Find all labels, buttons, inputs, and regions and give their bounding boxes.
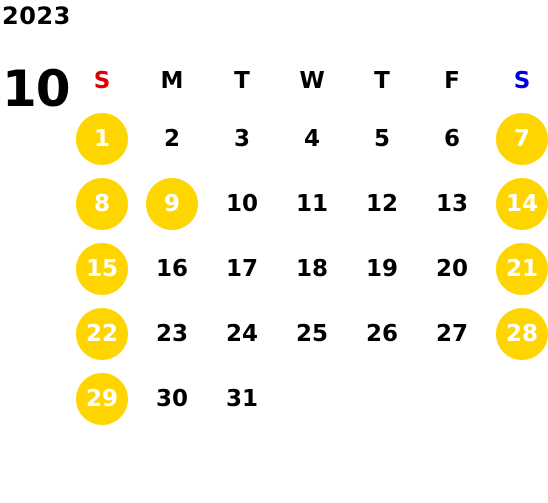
- day-number: 18: [295, 255, 328, 282]
- calendar-day-holiday[interactable]: 22: [67, 301, 137, 366]
- calendar-day[interactable]: 27: [417, 301, 487, 366]
- calendar-day[interactable]: 19: [347, 236, 417, 301]
- calendar-day[interactable]: 4: [277, 106, 347, 171]
- weekday-header: T: [374, 68, 390, 94]
- day-number: 3: [233, 125, 250, 152]
- calendar-day-holiday[interactable]: 28: [487, 301, 548, 366]
- calendar-day[interactable]: 3: [207, 106, 277, 171]
- weekday-header: S: [513, 68, 531, 94]
- day-number: 16: [155, 255, 188, 282]
- calendar-day-holiday[interactable]: 8: [67, 171, 137, 236]
- day-number: 22: [76, 307, 128, 360]
- day-number: 21: [496, 242, 548, 295]
- calendar-day[interactable]: 5: [347, 106, 417, 171]
- calendar-day[interactable]: 26: [347, 301, 417, 366]
- calendar-day[interactable]: 24: [207, 301, 277, 366]
- calendar-day-holiday[interactable]: 9: [137, 171, 207, 236]
- calendar-day-holiday[interactable]: 7: [487, 106, 548, 171]
- calendar-day[interactable]: 11: [277, 171, 347, 236]
- calendar-day[interactable]: 23: [137, 301, 207, 366]
- day-number: 8: [76, 177, 128, 230]
- day-number: 6: [443, 125, 460, 152]
- weekday-header: W: [299, 68, 325, 94]
- day-number: 27: [435, 320, 468, 347]
- calendar-day[interactable]: 31: [207, 366, 277, 431]
- weekday-header: F: [444, 68, 460, 94]
- calendar-day[interactable]: 25: [277, 301, 347, 366]
- calendar-day[interactable]: 13: [417, 171, 487, 236]
- calendar-day[interactable]: 10: [207, 171, 277, 236]
- calendar-day[interactable]: 20: [417, 236, 487, 301]
- day-number: 1: [76, 112, 128, 165]
- calendar-day-holiday[interactable]: 21: [487, 236, 548, 301]
- calendar-day-holiday[interactable]: 15: [67, 236, 137, 301]
- day-number: 31: [225, 385, 258, 412]
- calendar-day-holiday[interactable]: 14: [487, 171, 548, 236]
- calendar-day[interactable]: 16: [137, 236, 207, 301]
- day-number: 25: [295, 320, 328, 347]
- day-number: 11: [295, 190, 328, 217]
- day-number: 13: [435, 190, 468, 217]
- calendar-day[interactable]: 6: [417, 106, 487, 171]
- weekday-header: M: [160, 68, 184, 94]
- day-number: 2: [163, 125, 180, 152]
- calendar-day[interactable]: 30: [137, 366, 207, 431]
- day-number: 4: [303, 125, 320, 152]
- day-number: 20: [435, 255, 468, 282]
- calendar-day[interactable]: 18: [277, 236, 347, 301]
- day-number: 24: [225, 320, 258, 347]
- day-number: 26: [365, 320, 398, 347]
- day-number: 9: [146, 177, 198, 230]
- weekday-header: T: [234, 68, 250, 94]
- day-number: 30: [155, 385, 188, 412]
- calendar-day[interactable]: 12: [347, 171, 417, 236]
- day-number: 7: [496, 112, 548, 165]
- weekday-header: S: [93, 68, 111, 94]
- day-number: 28: [496, 307, 548, 360]
- day-number: 12: [365, 190, 398, 217]
- day-number: 15: [76, 242, 128, 295]
- day-number: 19: [365, 255, 398, 282]
- calendar-day[interactable]: 17: [207, 236, 277, 301]
- day-number: 14: [496, 177, 548, 230]
- day-number: 17: [225, 255, 258, 282]
- day-number: 29: [76, 372, 128, 425]
- calendar-day-holiday[interactable]: 1: [67, 106, 137, 171]
- calendar-year: 2023: [2, 2, 71, 30]
- calendar-month: 10: [2, 60, 71, 118]
- day-number: 23: [155, 320, 188, 347]
- day-number: 10: [225, 190, 258, 217]
- calendar-day[interactable]: 2: [137, 106, 207, 171]
- day-number: 5: [373, 125, 390, 152]
- calendar-day-holiday[interactable]: 29: [67, 366, 137, 431]
